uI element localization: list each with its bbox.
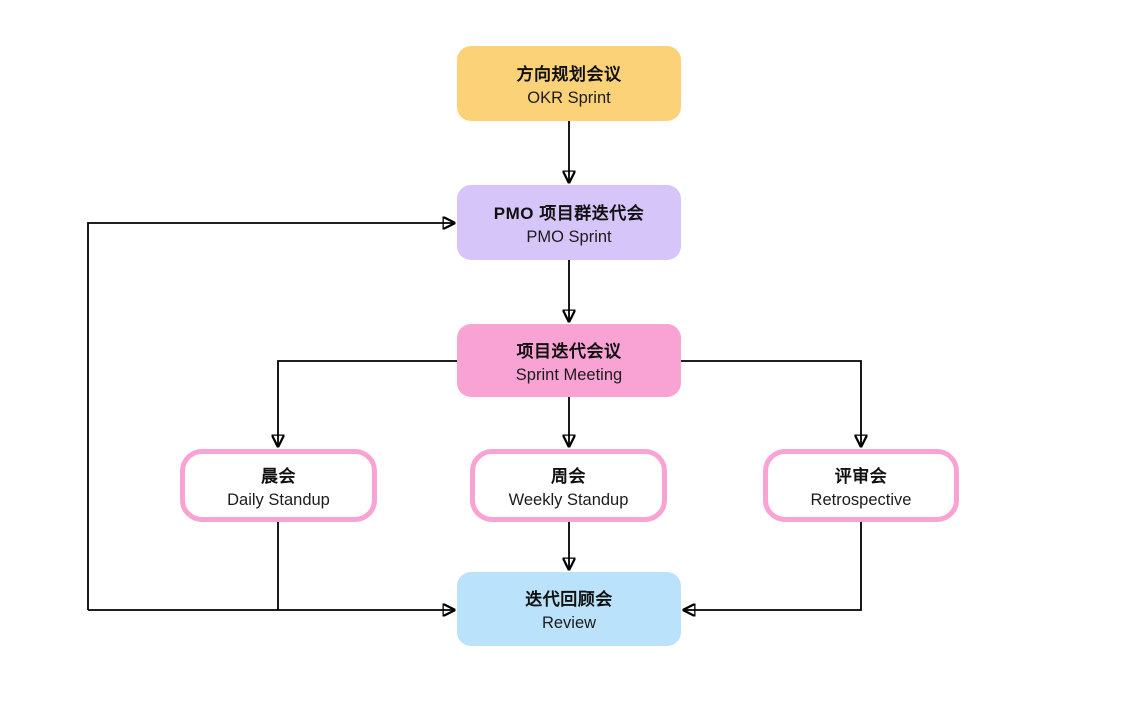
node-review-subtitle: Review bbox=[541, 614, 597, 632]
node-review-title: 迭代回顾会 bbox=[525, 590, 613, 609]
node-weekly-standup-subtitle: Weekly Standup bbox=[508, 490, 629, 509]
node-sprint-meeting-title: 项目迭代会议 bbox=[516, 341, 622, 361]
node-sprint-meeting-subtitle: Sprint Meeting bbox=[515, 365, 623, 384]
node-pmo-sprint-title: PMO 项目群迭代会 bbox=[493, 203, 645, 223]
node-retrospective-subtitle: Retrospective bbox=[810, 490, 912, 509]
arrow-retro-to-review bbox=[684, 522, 862, 610]
node-daily-standup-subtitle: Daily Standup bbox=[227, 490, 330, 509]
node-weekly-standup: 周会 Weekly Standup bbox=[470, 449, 667, 522]
arrow-sprint-to-retro bbox=[681, 360, 861, 446]
node-pmo-sprint-subtitle: PMO Sprint bbox=[526, 227, 612, 246]
arrow-sprint-to-daily bbox=[278, 360, 457, 446]
node-okr-sprint: 方向规划会议 OKR Sprint bbox=[457, 46, 681, 121]
node-review: 迭代回顾会 Review bbox=[457, 572, 681, 646]
node-sprint-meeting: 项目迭代会议 Sprint Meeting bbox=[457, 324, 681, 397]
node-daily-standup: 晨会 Daily Standup bbox=[180, 449, 377, 522]
node-daily-standup-title: 晨会 bbox=[261, 466, 296, 486]
arrow-loop-to-pmo bbox=[87, 223, 454, 610]
node-weekly-standup-title: 周会 bbox=[551, 466, 586, 486]
node-okr-sprint-title: 方向规划会议 bbox=[516, 64, 622, 84]
node-pmo-sprint: PMO 项目群迭代会 PMO Sprint bbox=[457, 185, 681, 260]
node-retrospective: 评审会 Retrospective bbox=[763, 449, 959, 522]
node-okr-sprint-subtitle: OKR Sprint bbox=[527, 88, 611, 107]
node-retrospective-title: 评审会 bbox=[834, 466, 888, 486]
